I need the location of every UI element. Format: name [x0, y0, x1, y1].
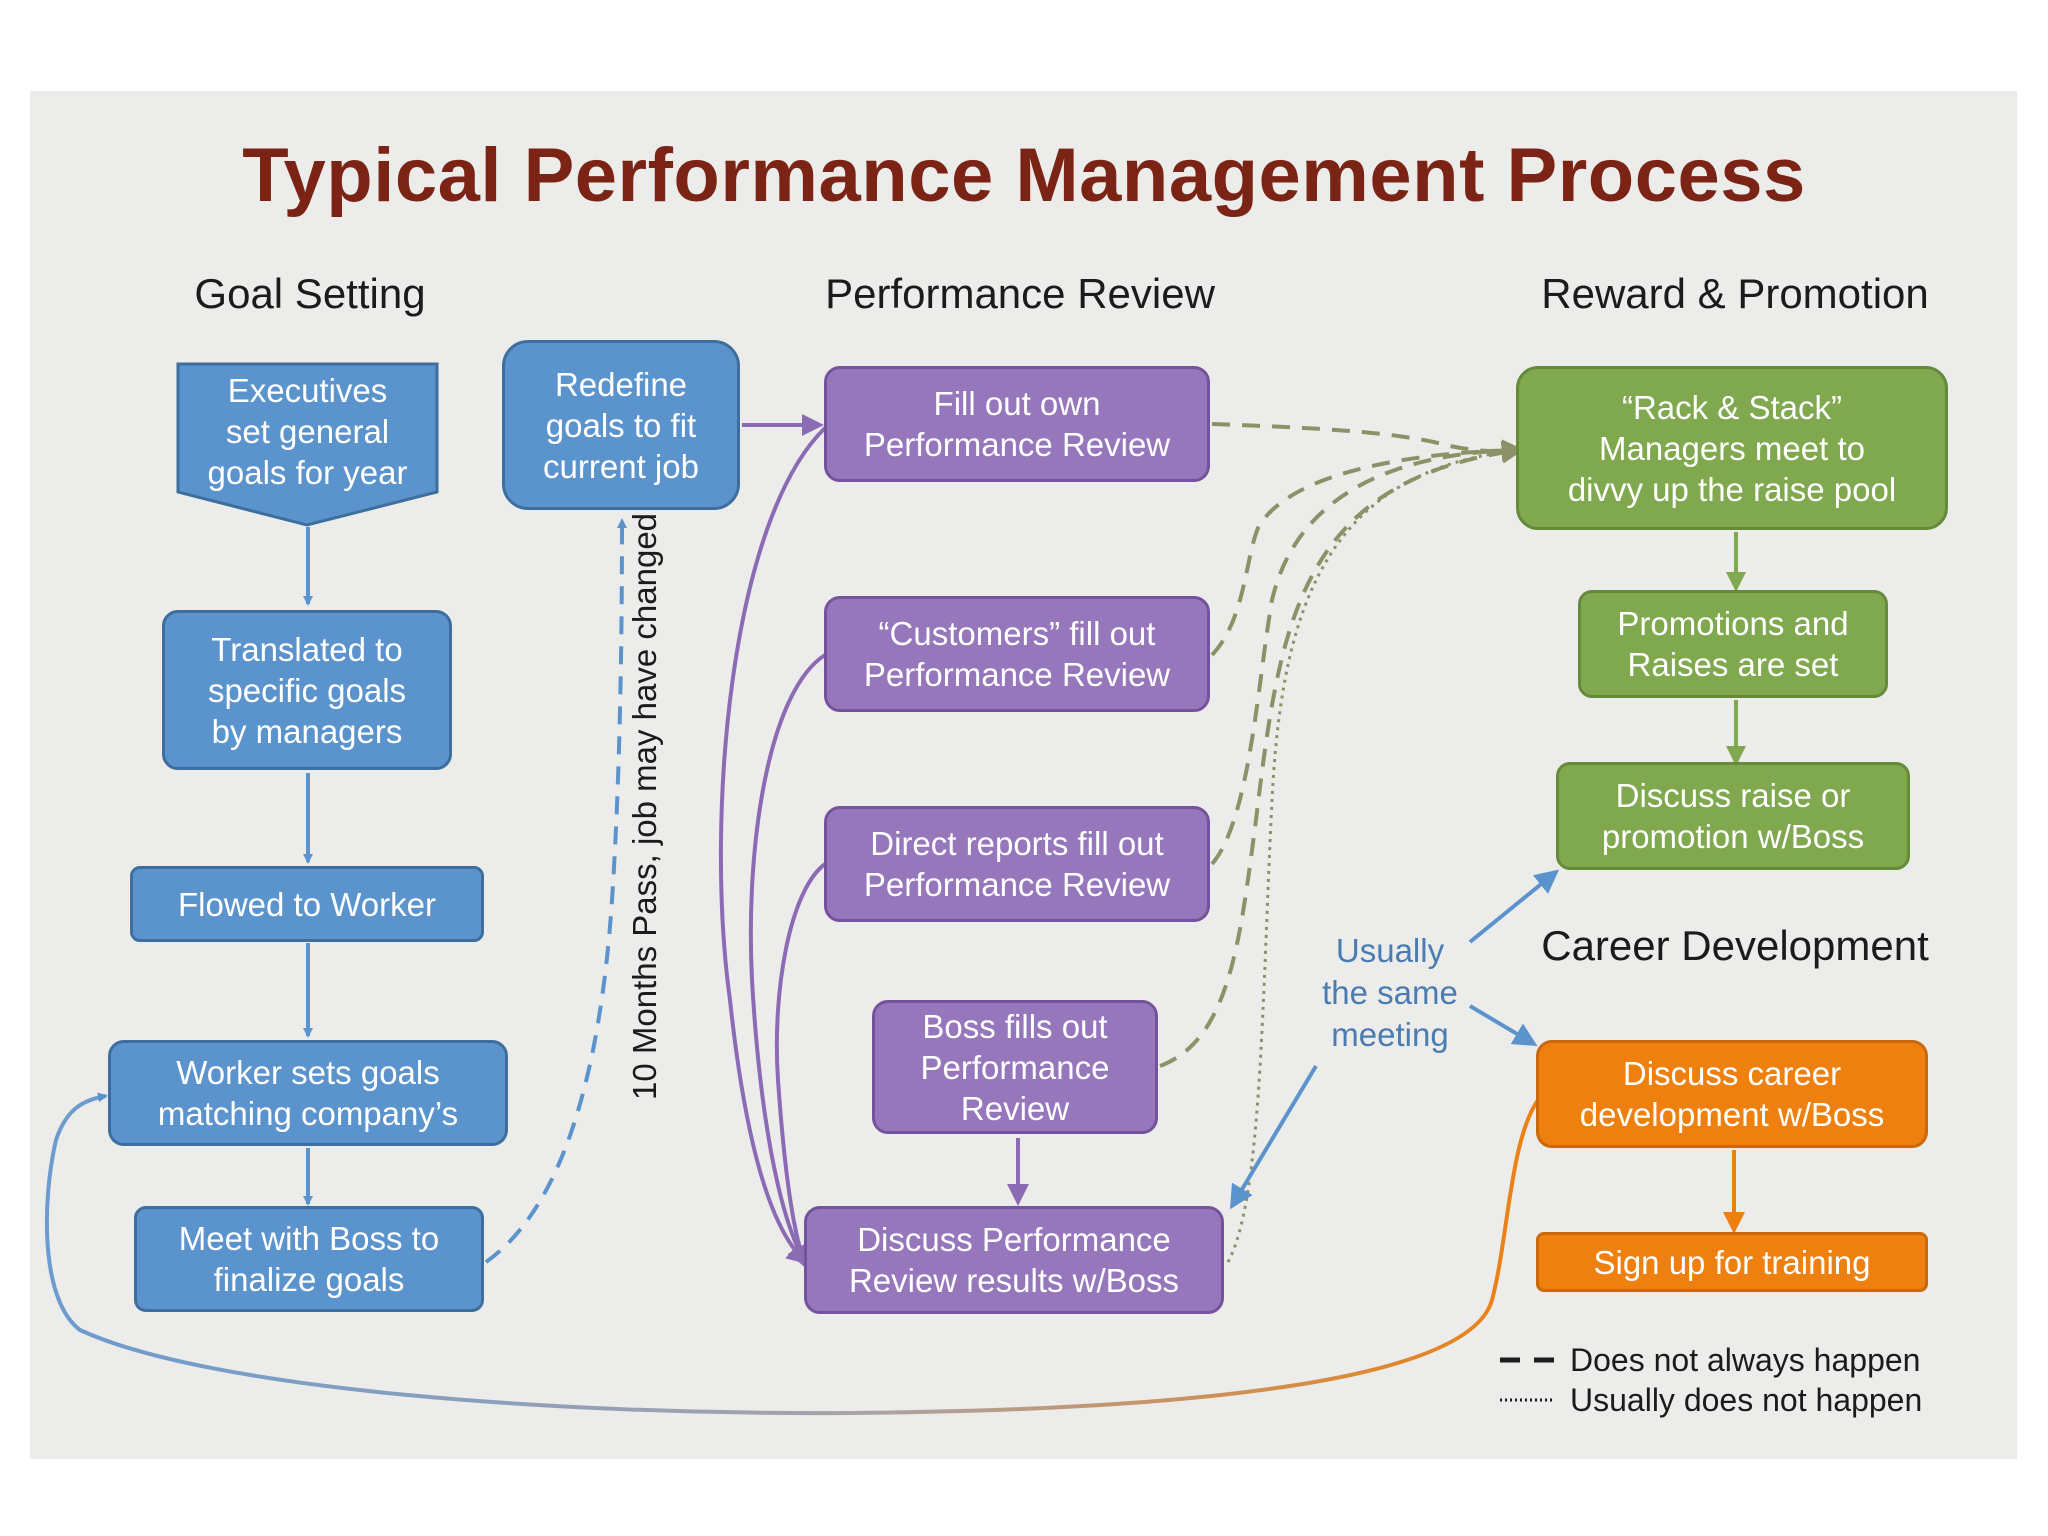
time-passes-note: 10 Months Pass, job may have changed	[626, 512, 663, 1100]
time-passes-arrow	[484, 518, 627, 1264]
legend-dotted: Usually does not happen	[1570, 1380, 1922, 1420]
executives-goal-text: Executives set general goals for year	[207, 372, 408, 491]
same-meeting-arrows	[1229, 869, 1560, 1210]
meet-with-boss-box: Meet with Boss to finalize goals	[134, 1206, 484, 1312]
discuss-review-results-box: Discuss Performance Review results w/Bos…	[804, 1206, 1224, 1314]
review-merge-curves	[718, 426, 1029, 1270]
boss-fills-review-box: Boss fills out Performance Review	[872, 1000, 1158, 1134]
fill-out-own-review-box: Fill out own Performance Review	[824, 366, 1210, 482]
sign-up-training-box: Sign up for training	[1536, 1232, 1928, 1292]
flowed-to-worker-box: Flowed to Worker	[130, 866, 484, 942]
legend-dashed: Does not always happen	[1570, 1340, 1920, 1380]
discuss-raise-box: Discuss raise or promotion w/Boss	[1556, 762, 1910, 870]
rack-stack-dotted-input	[1226, 448, 1521, 1263]
executives-goal-box: Executives set general goals for year	[176, 362, 439, 527]
legend-dotted-label: Usually does not happen	[1570, 1381, 1923, 1418]
promotions-raises-box: Promotions and Raises are set	[1578, 590, 1888, 698]
discuss-career-box: Discuss career development w/Boss	[1536, 1040, 1928, 1148]
customers-review-box: “Customers” fill out Performance Review	[824, 596, 1210, 712]
heading-performance-review: Performance Review	[825, 270, 1215, 317]
translated-goals-box: Translated to specific goals by managers	[162, 610, 452, 770]
rack-and-stack-box: “Rack & Stack” Managers meet to divvy up…	[1516, 366, 1948, 530]
heading-goal-setting: Goal Setting	[194, 270, 426, 317]
diagram-title: Typical Performance Management Process	[242, 133, 1806, 218]
return-loop-arrow	[44, 1092, 1540, 1416]
redefine-goals-box: Redefine goals to fit current job	[502, 340, 740, 510]
direct-reports-review-box: Direct reports fill out Performance Revi…	[824, 806, 1210, 922]
worker-sets-goals-box: Worker sets goals matching company’s	[108, 1040, 508, 1146]
same-meeting-note: Usually the same meeting	[1322, 932, 1458, 1053]
legend-dashed-label: Does not always happen	[1570, 1341, 1921, 1378]
heading-reward-promotion: Reward & Promotion	[1541, 270, 1929, 317]
heading-career-development: Career Development	[1541, 922, 1929, 969]
